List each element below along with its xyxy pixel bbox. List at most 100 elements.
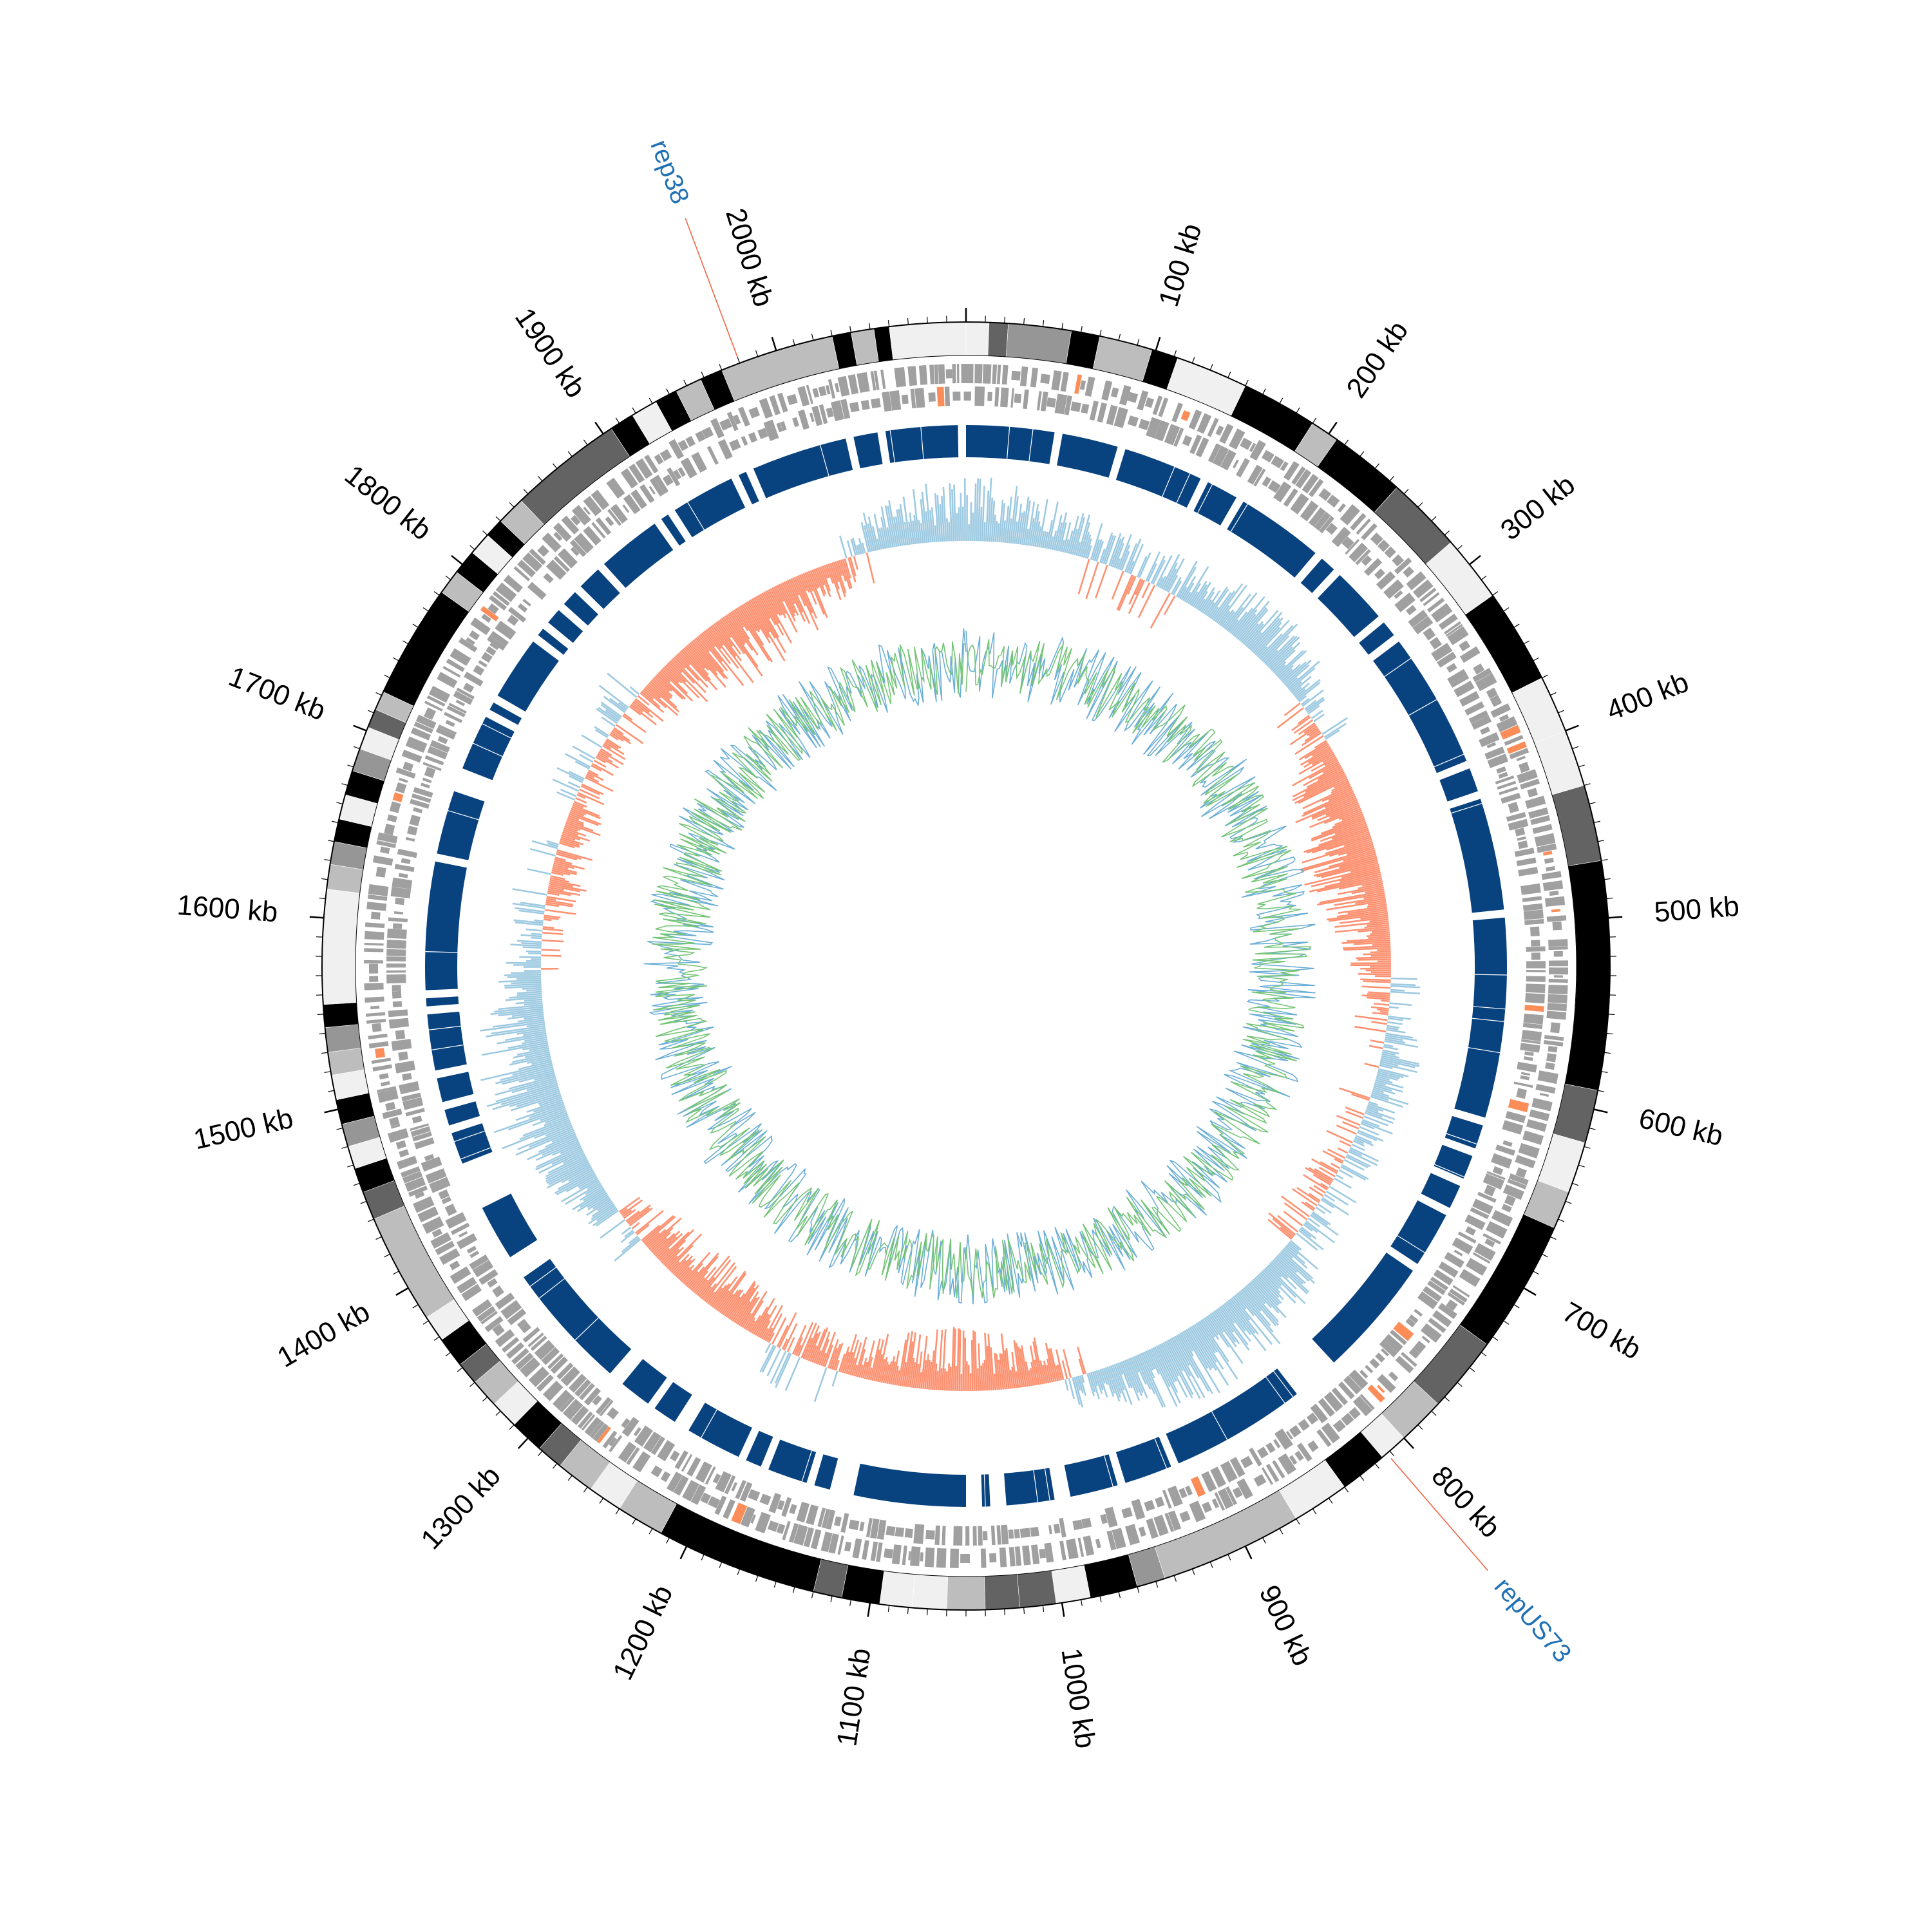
gc-below-bar [575,797,587,804]
cds-feature [487,1278,498,1288]
gc-above-bar [1236,600,1270,640]
cds-feature [1546,1053,1557,1063]
gc-below-bar [1296,1187,1320,1204]
gc-below-bar [1366,996,1390,1001]
cds-feature [620,468,638,489]
gc-above-bar [491,1025,545,1035]
gc-below-bar [1320,824,1367,842]
gc-below-bar [600,748,612,756]
gc-below-bar [768,1332,775,1343]
gc-below-bar [1306,831,1370,854]
gc-above-bar [1121,1361,1133,1388]
gc-above-bar [585,1184,602,1195]
gc-below-bar [1028,1370,1033,1387]
cds-feature [695,430,706,442]
cds-feature [1220,1461,1238,1482]
homology-block [580,569,620,609]
gc-below-bar [1340,871,1381,883]
gc-below-bar [727,1293,746,1319]
gc-below-bar [677,1266,690,1280]
gc-above-bar [512,1053,551,1063]
minor-tick [402,640,409,645]
cds-feature [1553,975,1563,978]
cds-feature [687,1457,701,1477]
gc-below-bar [1277,1215,1298,1233]
gc-below-bar [576,793,586,799]
cds-feature [592,1423,609,1442]
cds-feature [1530,926,1540,937]
gc-above-bar [1293,683,1310,697]
cds-feature [1482,1233,1501,1245]
gc-above-bar [896,509,904,546]
gc-above-bar [1088,1372,1096,1393]
gc-below-bar [1311,756,1337,772]
gc-below-bar [547,890,571,896]
gc-below-bar [593,759,607,768]
gc-below-bar [572,804,600,817]
gc-below-bar [1301,732,1322,746]
gc-above-bar [784,1356,801,1391]
gc-above-bar [594,728,609,739]
gc-above-bar [538,1095,562,1105]
gc-below-bar [694,638,728,679]
cds-feature [511,1348,529,1365]
gc-above-bar [1349,1147,1379,1162]
cds-feature [1081,1517,1092,1529]
homology-gap [983,1474,986,1507]
gc-below-bar [571,806,601,820]
cds-feature [987,392,992,401]
gc-below-bar [1312,1173,1331,1186]
gc-above-bar [526,950,542,953]
minor-tick [341,783,348,786]
gc-above-bar [1159,1343,1188,1398]
gc-above-bar [1216,605,1230,623]
gc-above-bar [1361,1119,1380,1128]
rna-feature [480,605,499,621]
cds-feature [1201,1471,1217,1492]
gc-above-bar [1110,1365,1122,1394]
rna-feature [1506,741,1527,754]
gc-below-bar [993,1373,997,1390]
cds-feature [1238,459,1250,478]
cds-feature [1152,395,1163,415]
cds-feature [819,404,828,424]
gc-above-bar [949,483,953,542]
major-tick [771,337,777,351]
major-tick [867,1602,871,1617]
gc-below-bar [795,1345,802,1356]
gc-below-bar [819,567,831,598]
gc-below-bar [762,1305,783,1341]
gc-above-bar [540,1110,567,1121]
gc-above-bar [510,1094,562,1112]
cds-feature [400,1166,421,1178]
gc-below-bar [810,570,819,589]
minor-tick [1533,1271,1539,1275]
gc-below-bar [668,661,708,703]
gc-above-bar [580,1190,607,1208]
gc-above-bar [1130,1358,1148,1399]
gc-above-bar [1379,1064,1393,1070]
cds-feature [1508,1173,1529,1186]
cds-feature [1124,1524,1141,1546]
minor-tick [1513,1304,1520,1309]
gc-below-bar [1039,1360,1046,1384]
cds-feature [757,428,769,439]
gc-above-bar [1189,1327,1217,1371]
gc-below-bar [579,788,600,800]
gc-above-bar [596,1206,617,1222]
homology-block [444,1101,480,1126]
gc-above-bar [1242,621,1264,645]
gc-above-bar [1172,1336,1190,1367]
cds-feature [537,545,549,557]
cds-feature [1240,1455,1253,1468]
gc-above-bar [908,522,913,545]
cds-feature [1072,1519,1083,1531]
cds-feature [453,690,473,705]
cds-feature [422,777,432,783]
gc-below-bar [833,562,846,598]
gc-above-bar [1365,1112,1394,1124]
gc-below-bar [612,728,630,742]
gc-below-bar [570,810,585,817]
gc-below-bar [549,878,581,887]
cds-feature [435,726,456,740]
